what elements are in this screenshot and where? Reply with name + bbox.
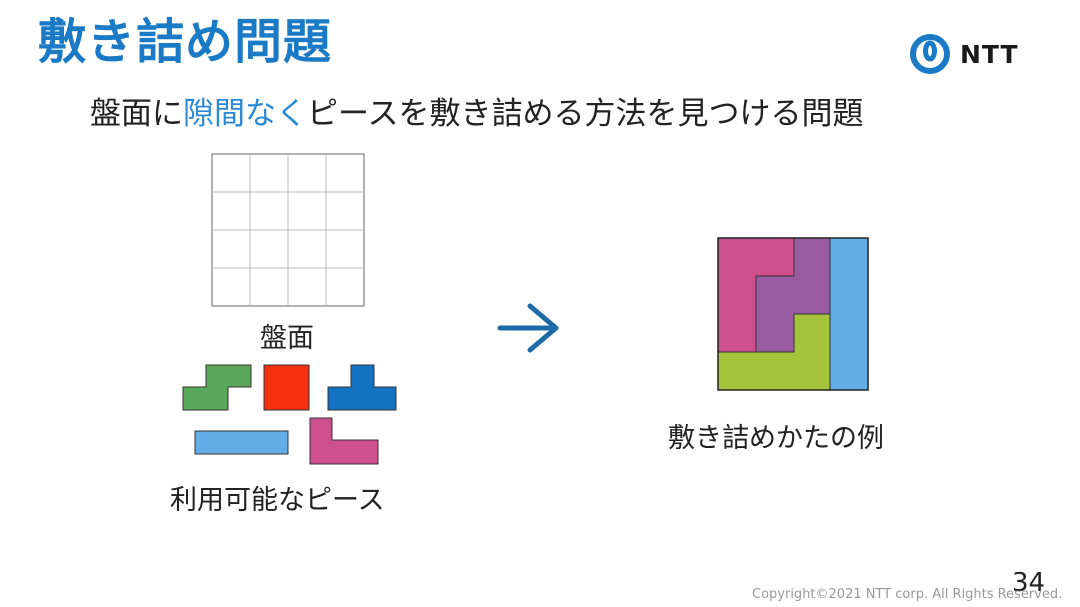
copyright-notice: Copyright©2021 NTT corp. All Rights Rese…: [752, 587, 1063, 602]
subtitle-highlight: 隙間なく: [183, 96, 307, 132]
piece-square-red: [263, 364, 310, 411]
arrow-right-icon: [497, 303, 559, 353]
subtitle-suffix: ピースを敷き詰める方法を見つける問題: [307, 96, 864, 132]
piece-i-lightblue: [194, 430, 289, 455]
ntt-logo-icon: [910, 34, 950, 74]
ntt-logo: NTT: [908, 34, 1019, 74]
board-grid: [211, 153, 365, 307]
subtitle-prefix: 盤面に: [90, 96, 183, 132]
piece-t-blue: [327, 364, 397, 411]
available-pieces: [182, 364, 397, 465]
piece-l-pink: [309, 417, 379, 465]
board-caption: 盤面: [260, 323, 314, 354]
page-number: 34: [1012, 568, 1046, 598]
slide-subtitle: 盤面に隙間なくピースを敷き詰める方法を見つける問題: [90, 92, 863, 136]
example-piece-lightblue: [829, 237, 869, 391]
pieces-caption: 利用可能なピース: [170, 485, 385, 516]
piece-s-green: [182, 364, 252, 411]
tiling-example: [717, 237, 869, 391]
example-caption: 敷き詰めかたの例: [668, 423, 884, 454]
slide-title: 敷き詰め問題: [38, 14, 333, 70]
logo-text: NTT: [960, 39, 1019, 69]
